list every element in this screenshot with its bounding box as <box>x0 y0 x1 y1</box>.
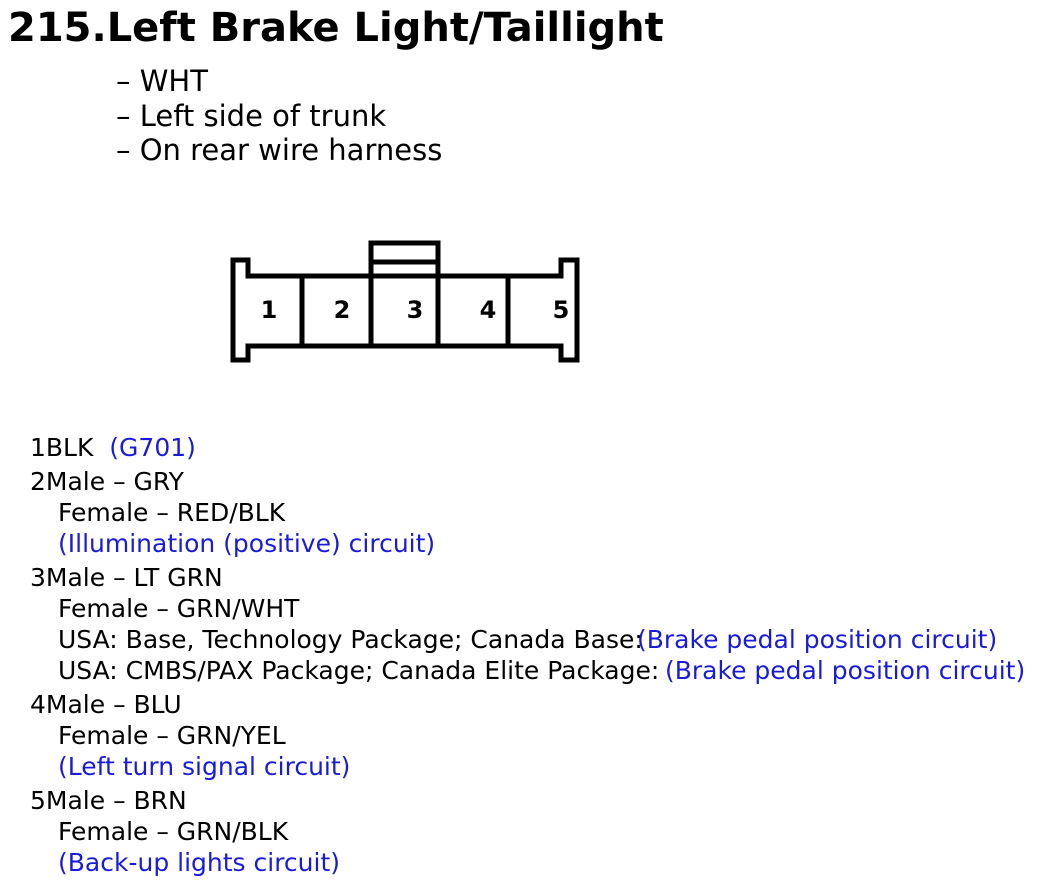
variant-row: USA: Base, Technology Package; Canada Ba… <box>30 624 997 655</box>
pin-number: 1 <box>30 433 46 462</box>
pin-4: 4Male – BLU Female – GRN/YEL (Left turn … <box>30 689 435 782</box>
connector-housing <box>230 257 580 363</box>
pin-number-1: 1 <box>261 296 278 324</box>
page-title: 215.Left Brake Light/Taillight <box>8 5 664 51</box>
circuit-link[interactable]: (Illumination (positive) circuit) <box>58 529 436 558</box>
pin-list: 1BLK (G701) 2Male – GRY Female – RED/BLK… <box>30 432 1025 881</box>
male-wire: Male – LT GRN <box>45 563 223 592</box>
female-wire: Female – GRN/BLK <box>58 817 289 846</box>
pin-number-5: 5 <box>553 296 570 324</box>
pin-2: 2Male – GRY Female – RED/BLK (Illuminati… <box>30 466 435 559</box>
pin-3: 3Male – LT GRN Female – GRN/WHT USA: Bas… <box>30 562 1025 686</box>
location-color: – WHT <box>116 64 208 98</box>
female-wire: Female – GRN/YEL <box>58 721 286 750</box>
pin-number: 4 <box>30 690 46 719</box>
circuit-link[interactable]: (Left turn signal circuit) <box>58 752 351 781</box>
pin-number-2: 2 <box>334 296 351 324</box>
pin-number: 5 <box>30 786 46 815</box>
wire-color: BLK <box>45 433 94 462</box>
pin-number-4: 4 <box>480 296 497 324</box>
male-wire: Male – GRY <box>45 467 184 496</box>
male-wire: Male – BRN <box>45 786 187 815</box>
location-list: – WHT – Left side of trunk – On rear wir… <box>116 64 442 168</box>
female-wire: Female – RED/BLK <box>58 498 286 527</box>
variant-text: USA: CMBS/PAX Package; Canada Elite Pack… <box>58 656 660 685</box>
pin-5: 5Male – BRN Female – GRN/BLK (Back-up li… <box>30 785 435 878</box>
location-harness: – On rear wire harness <box>116 133 443 167</box>
pin-number: 2 <box>30 467 46 496</box>
connector-diagram: 1 2 3 4 5 <box>230 240 580 363</box>
circuit-link[interactable]: (Brake pedal position circuit) <box>637 625 998 654</box>
circuit-link[interactable]: (Back-up lights circuit) <box>58 848 341 877</box>
pin-number-3: 3 <box>407 296 424 324</box>
location-position: – Left side of trunk <box>116 98 387 133</box>
pin-1: 1BLK (G701) <box>30 432 435 463</box>
pin-number: 3 <box>30 563 46 592</box>
variant-row: USA: CMBS/PAX Package; Canada Elite Pack… <box>30 655 1025 686</box>
female-wire: Female – GRN/WHT <box>58 594 300 623</box>
male-wire: Male – BLU <box>45 690 182 719</box>
variant-text: USA: Base, Technology Package; Canada Ba… <box>58 625 643 654</box>
ground-link[interactable]: (G701) <box>109 433 196 462</box>
circuit-link[interactable]: (Brake pedal position circuit) <box>665 656 1026 685</box>
